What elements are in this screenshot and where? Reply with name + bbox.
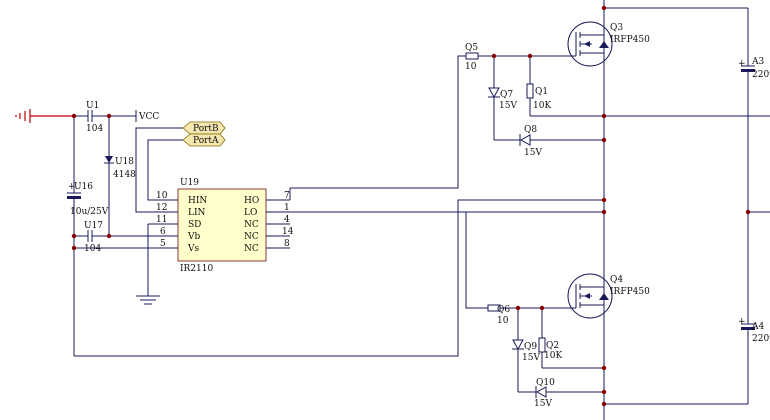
pin-name-sd: SD xyxy=(188,220,201,230)
q9-ref: Q9 xyxy=(524,342,537,352)
u18-ref: U18 xyxy=(115,157,134,167)
pin-name-lin: LIN xyxy=(188,208,206,218)
q7-value: 15V xyxy=(499,101,517,111)
pin-num-lo: 1 xyxy=(284,203,290,213)
q4-ref: Q4 xyxy=(610,275,623,285)
a4-ref: A4 xyxy=(751,322,764,332)
ic-part: IR2110 xyxy=(180,264,214,274)
mosfet-q4: Q4 IRFP450 xyxy=(567,273,650,319)
pin-name-vb: Vb xyxy=(187,232,200,242)
capacitor-u17: U17 104 xyxy=(74,221,109,254)
vcc-power-port: VCC xyxy=(135,110,159,122)
zener-q10: Q10 15V xyxy=(534,378,555,409)
resistor-q2: Q2 10K xyxy=(538,337,562,361)
u16-ref: U16 xyxy=(74,182,93,192)
sd-ground-symbol xyxy=(136,295,160,305)
q1-ref: Q1 xyxy=(535,87,548,97)
zener-q8: Q8 15V xyxy=(519,125,542,158)
port-a-label: PortA xyxy=(193,136,219,146)
vcc-label: VCC xyxy=(138,112,159,122)
q6-ref: Q6 xyxy=(497,305,510,315)
q7-ref: Q7 xyxy=(500,90,513,100)
mosfet-q3: Q3 IRFP450 xyxy=(567,21,650,67)
pin-num-sd: 11 xyxy=(156,215,167,225)
pin-name-hin: HIN xyxy=(188,196,207,206)
q3-value: IRFP450 xyxy=(610,35,650,45)
pin-num-nc1: 4 xyxy=(284,215,290,225)
u17-value: 104 xyxy=(84,244,101,254)
port-b-label: PortB xyxy=(193,124,219,134)
pin-num-lin: 12 xyxy=(156,203,167,213)
pin-num-ho: 7 xyxy=(284,191,290,201)
svg-text:+: + xyxy=(738,59,746,69)
u16-value: 10u/25V xyxy=(70,207,109,217)
resistor-q5: Q5 10 xyxy=(465,43,479,72)
u1-ref: U1 xyxy=(86,101,99,111)
q2-value: 10K xyxy=(544,351,562,361)
q6-value: 10 xyxy=(497,316,509,326)
pin-name-lo: LO xyxy=(244,208,257,218)
pin-name-ho: HO xyxy=(244,196,259,206)
q10-ref: Q10 xyxy=(536,378,555,388)
q8-ref: Q8 xyxy=(524,125,537,135)
capacitor-a3: + A3 220u xyxy=(738,57,770,80)
pin-num-vb: 6 xyxy=(160,227,166,237)
svg-text:+: + xyxy=(68,182,76,192)
u1-value: 104 xyxy=(86,124,103,134)
a3-ref: A3 xyxy=(751,57,764,67)
q1-value: 10K xyxy=(533,101,551,111)
svg-text:+: + xyxy=(738,317,746,327)
q3-ref: Q3 xyxy=(610,23,623,33)
q4-value: IRFP450 xyxy=(610,287,650,297)
pin-name-vs: Vs xyxy=(187,244,199,254)
port-a: PortA xyxy=(182,133,226,147)
pin-num-hin: 10 xyxy=(156,191,168,201)
pin-num-nc3: 8 xyxy=(284,239,290,249)
pin-num-nc2: 14 xyxy=(282,227,294,237)
port-b: PortB xyxy=(182,121,226,135)
q2-ref: Q2 xyxy=(546,341,559,351)
zener-q9: Q9 15V xyxy=(512,339,540,363)
ic-u19: U19 IR2110 10 12 11 6 5 HIN LIN SD Vb Vs… xyxy=(74,178,294,274)
q10-value: 15V xyxy=(534,399,552,409)
a3-value: 220u xyxy=(752,70,770,80)
capacitor-u1: U1 104 xyxy=(72,101,136,134)
q5-ref: Q5 xyxy=(465,43,478,53)
capacitor-a4: + A4 220u xyxy=(738,317,770,344)
q5-value: 10 xyxy=(465,62,477,72)
q8-value: 15V xyxy=(524,148,542,158)
pin-name-nc2: NC xyxy=(244,232,259,242)
input-ground-symbol xyxy=(15,109,72,123)
q9-value: 15V xyxy=(522,353,540,363)
pin-name-nc1: NC xyxy=(244,220,259,230)
u18-value: 4148 xyxy=(113,170,136,180)
pin-name-nc3: NC xyxy=(244,244,259,254)
junction-dots xyxy=(71,5,751,407)
resistor-q1: Q1 10K xyxy=(526,83,551,111)
a4-value: 220u xyxy=(752,334,770,344)
zener-q7: Q7 15V xyxy=(488,87,517,111)
u17-ref: U17 xyxy=(84,221,103,231)
ic-ref: U19 xyxy=(180,178,199,188)
pin-num-vs: 5 xyxy=(160,239,166,249)
capacitor-u16: + U16 10u/25V xyxy=(67,182,109,217)
